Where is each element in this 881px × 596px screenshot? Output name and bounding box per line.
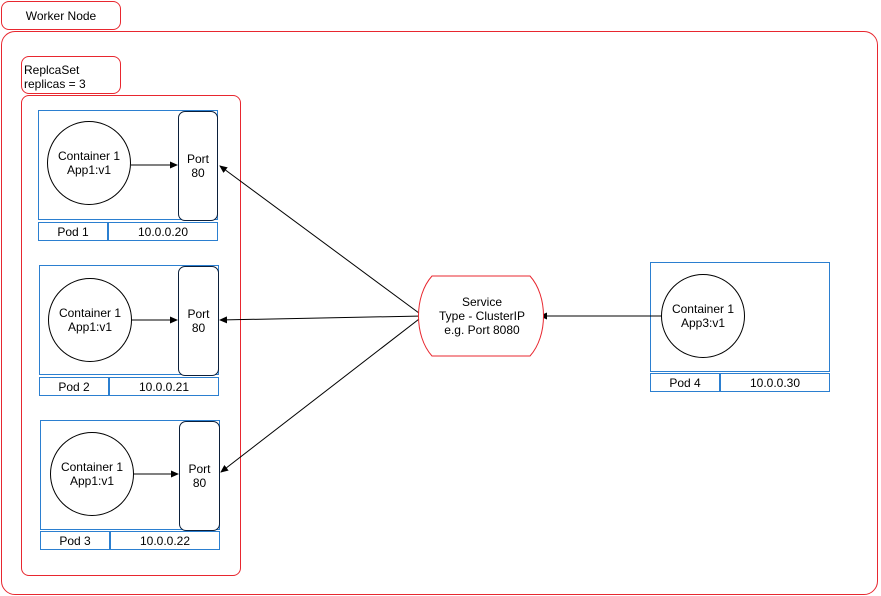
- pod-ip-label: 10.0.0.20: [137, 224, 189, 239]
- worker-node-label: Worker Node: [25, 8, 97, 23]
- container-label: Container 1 App3:v1: [671, 302, 735, 330]
- pod-2-port: Port 80: [178, 266, 219, 376]
- pod-4: [650, 262, 830, 372]
- pod-name-label: Pod 1: [57, 224, 89, 239]
- pod-4-name: Pod 4: [650, 373, 720, 392]
- port-label: Port 80: [186, 152, 209, 180]
- worker-node: [1, 31, 878, 595]
- port-label: Port 80: [188, 462, 211, 490]
- pod-3-name: Pod 3: [40, 531, 110, 550]
- pod-3-container: Container 1 App1:v1: [50, 432, 134, 516]
- replicaset: [21, 95, 241, 576]
- pod-ip-label: 10.0.0.30: [749, 375, 801, 390]
- pod-1-port: Port 80: [178, 111, 218, 221]
- port-label: Port 80: [187, 307, 210, 335]
- service-label: Service Type - ClusterIP e.g. Port 8080: [438, 295, 526, 337]
- pod-ip-label: 10.0.0.21: [138, 379, 190, 394]
- pod-3-port: Port 80: [179, 421, 220, 531]
- service-to-pod-1-arrow: [219, 165, 424, 317]
- pod-1-ip: 10.0.0.20: [108, 222, 218, 241]
- replicaset-label: ReplcaSet replicas = 3: [24, 63, 86, 91]
- service-to-pod-2-arrow: [219, 315, 424, 324]
- replicaset-label-box: ReplcaSet replicas = 3: [21, 56, 121, 94]
- pod-4-container: Container 1 App3:v1: [661, 274, 745, 358]
- pod-4-ip: 10.0.0.30: [720, 373, 830, 392]
- container-label: Container 1 App1:v1: [60, 460, 124, 488]
- worker-node-label-box: Worker Node: [1, 1, 121, 30]
- pod-name-label: Pod 3: [59, 533, 91, 548]
- service-node: Service Type - ClusterIP e.g. Port 8080: [424, 276, 540, 356]
- pod-2-ip: 10.0.0.21: [109, 377, 219, 396]
- pod-1-name: Pod 1: [38, 222, 108, 241]
- pod-2-container: Container 1 App1:v1: [48, 278, 132, 362]
- pod-name-label: Pod 4: [669, 375, 701, 390]
- service-shape: [418, 275, 544, 357]
- pod-2-name: Pod 2: [39, 377, 109, 396]
- pod-1-container: Container 1 App1:v1: [47, 121, 131, 205]
- pod-name-label: Pod 2: [58, 379, 90, 394]
- container-label: Container 1 App1:v1: [58, 306, 122, 334]
- pod-3-ip: 10.0.0.22: [110, 531, 220, 550]
- service-to-pod-3-arrow: [220, 315, 424, 473]
- container-label: Container 1 App1:v1: [57, 149, 121, 177]
- pod-ip-label: 10.0.0.22: [139, 533, 191, 548]
